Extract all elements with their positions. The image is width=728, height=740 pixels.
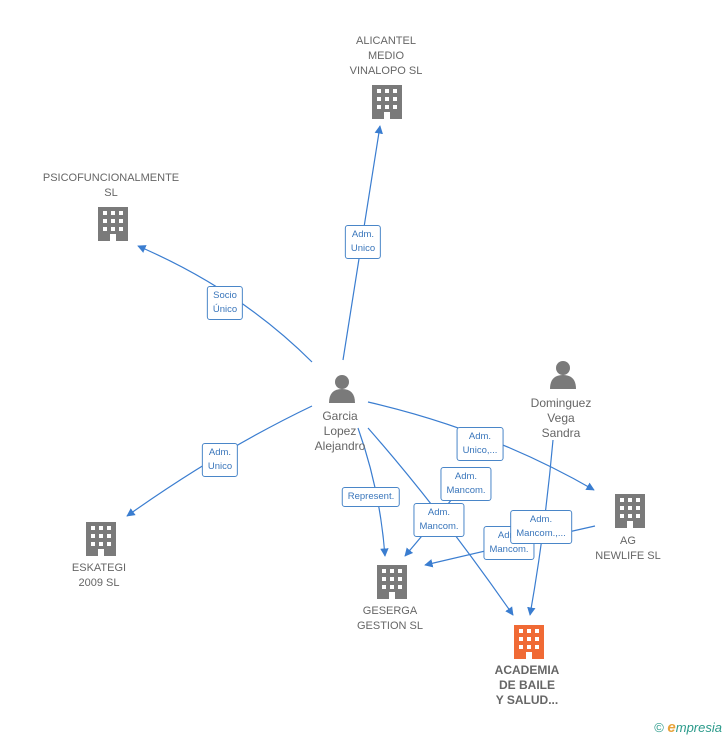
node-label-eskategi[interactable]: ESKATEGI 2009 SL xyxy=(71,562,127,589)
node-label-garcia[interactable]: Garcia Lopez Alejandro xyxy=(314,409,366,453)
edge-label-adm-unico-alicantel: Adm. Unico xyxy=(344,225,382,259)
edge-label-adm-mancom-2: Adm. Mancom. xyxy=(413,503,465,537)
building-icon xyxy=(377,565,407,599)
building-icon xyxy=(372,85,402,119)
building-icon xyxy=(615,494,645,528)
edge-label-represent: Represent. xyxy=(341,487,401,507)
node-label-ag-newlife[interactable]: AG NEWLIFE SL xyxy=(595,535,661,562)
node-label-alicantel[interactable]: ALICANTEL MEDIO VINALOPO SL xyxy=(349,35,423,77)
edge-label-adm-mancom-4: Adm. Mancom.,... xyxy=(510,510,572,544)
person-icon xyxy=(329,375,355,403)
building-icon-highlight xyxy=(514,625,544,659)
edge-label-adm-unico-eskategi: Adm. Unico xyxy=(201,443,239,477)
person-icon xyxy=(550,361,576,389)
edge-label-socio-unico: Socio Único xyxy=(206,286,244,320)
node-label-academia[interactable]: ACADEMIA DE BAILE Y SALUD... xyxy=(494,663,560,707)
node-label-dominguez[interactable]: Dominguez Vega Sandra xyxy=(530,396,592,440)
copyright-symbol: © xyxy=(654,720,664,735)
edge-label-adm-mancom-1: Adm. Mancom. xyxy=(440,467,492,501)
node-label-psicofuncionalmente[interactable]: PSICOFUNCIONALMENTE SL xyxy=(42,172,180,199)
footer-brand[interactable]: © empresia xyxy=(654,719,722,736)
node-label-gesergo[interactable]: GESERGA GESTION SL xyxy=(356,605,424,632)
brand-name: mpresia xyxy=(675,720,722,735)
brand-initial: e xyxy=(667,719,676,736)
building-icon xyxy=(98,207,128,241)
building-icon xyxy=(86,522,116,556)
edge-label-adm-unico-newlife: Adm. Unico,... xyxy=(456,427,504,461)
